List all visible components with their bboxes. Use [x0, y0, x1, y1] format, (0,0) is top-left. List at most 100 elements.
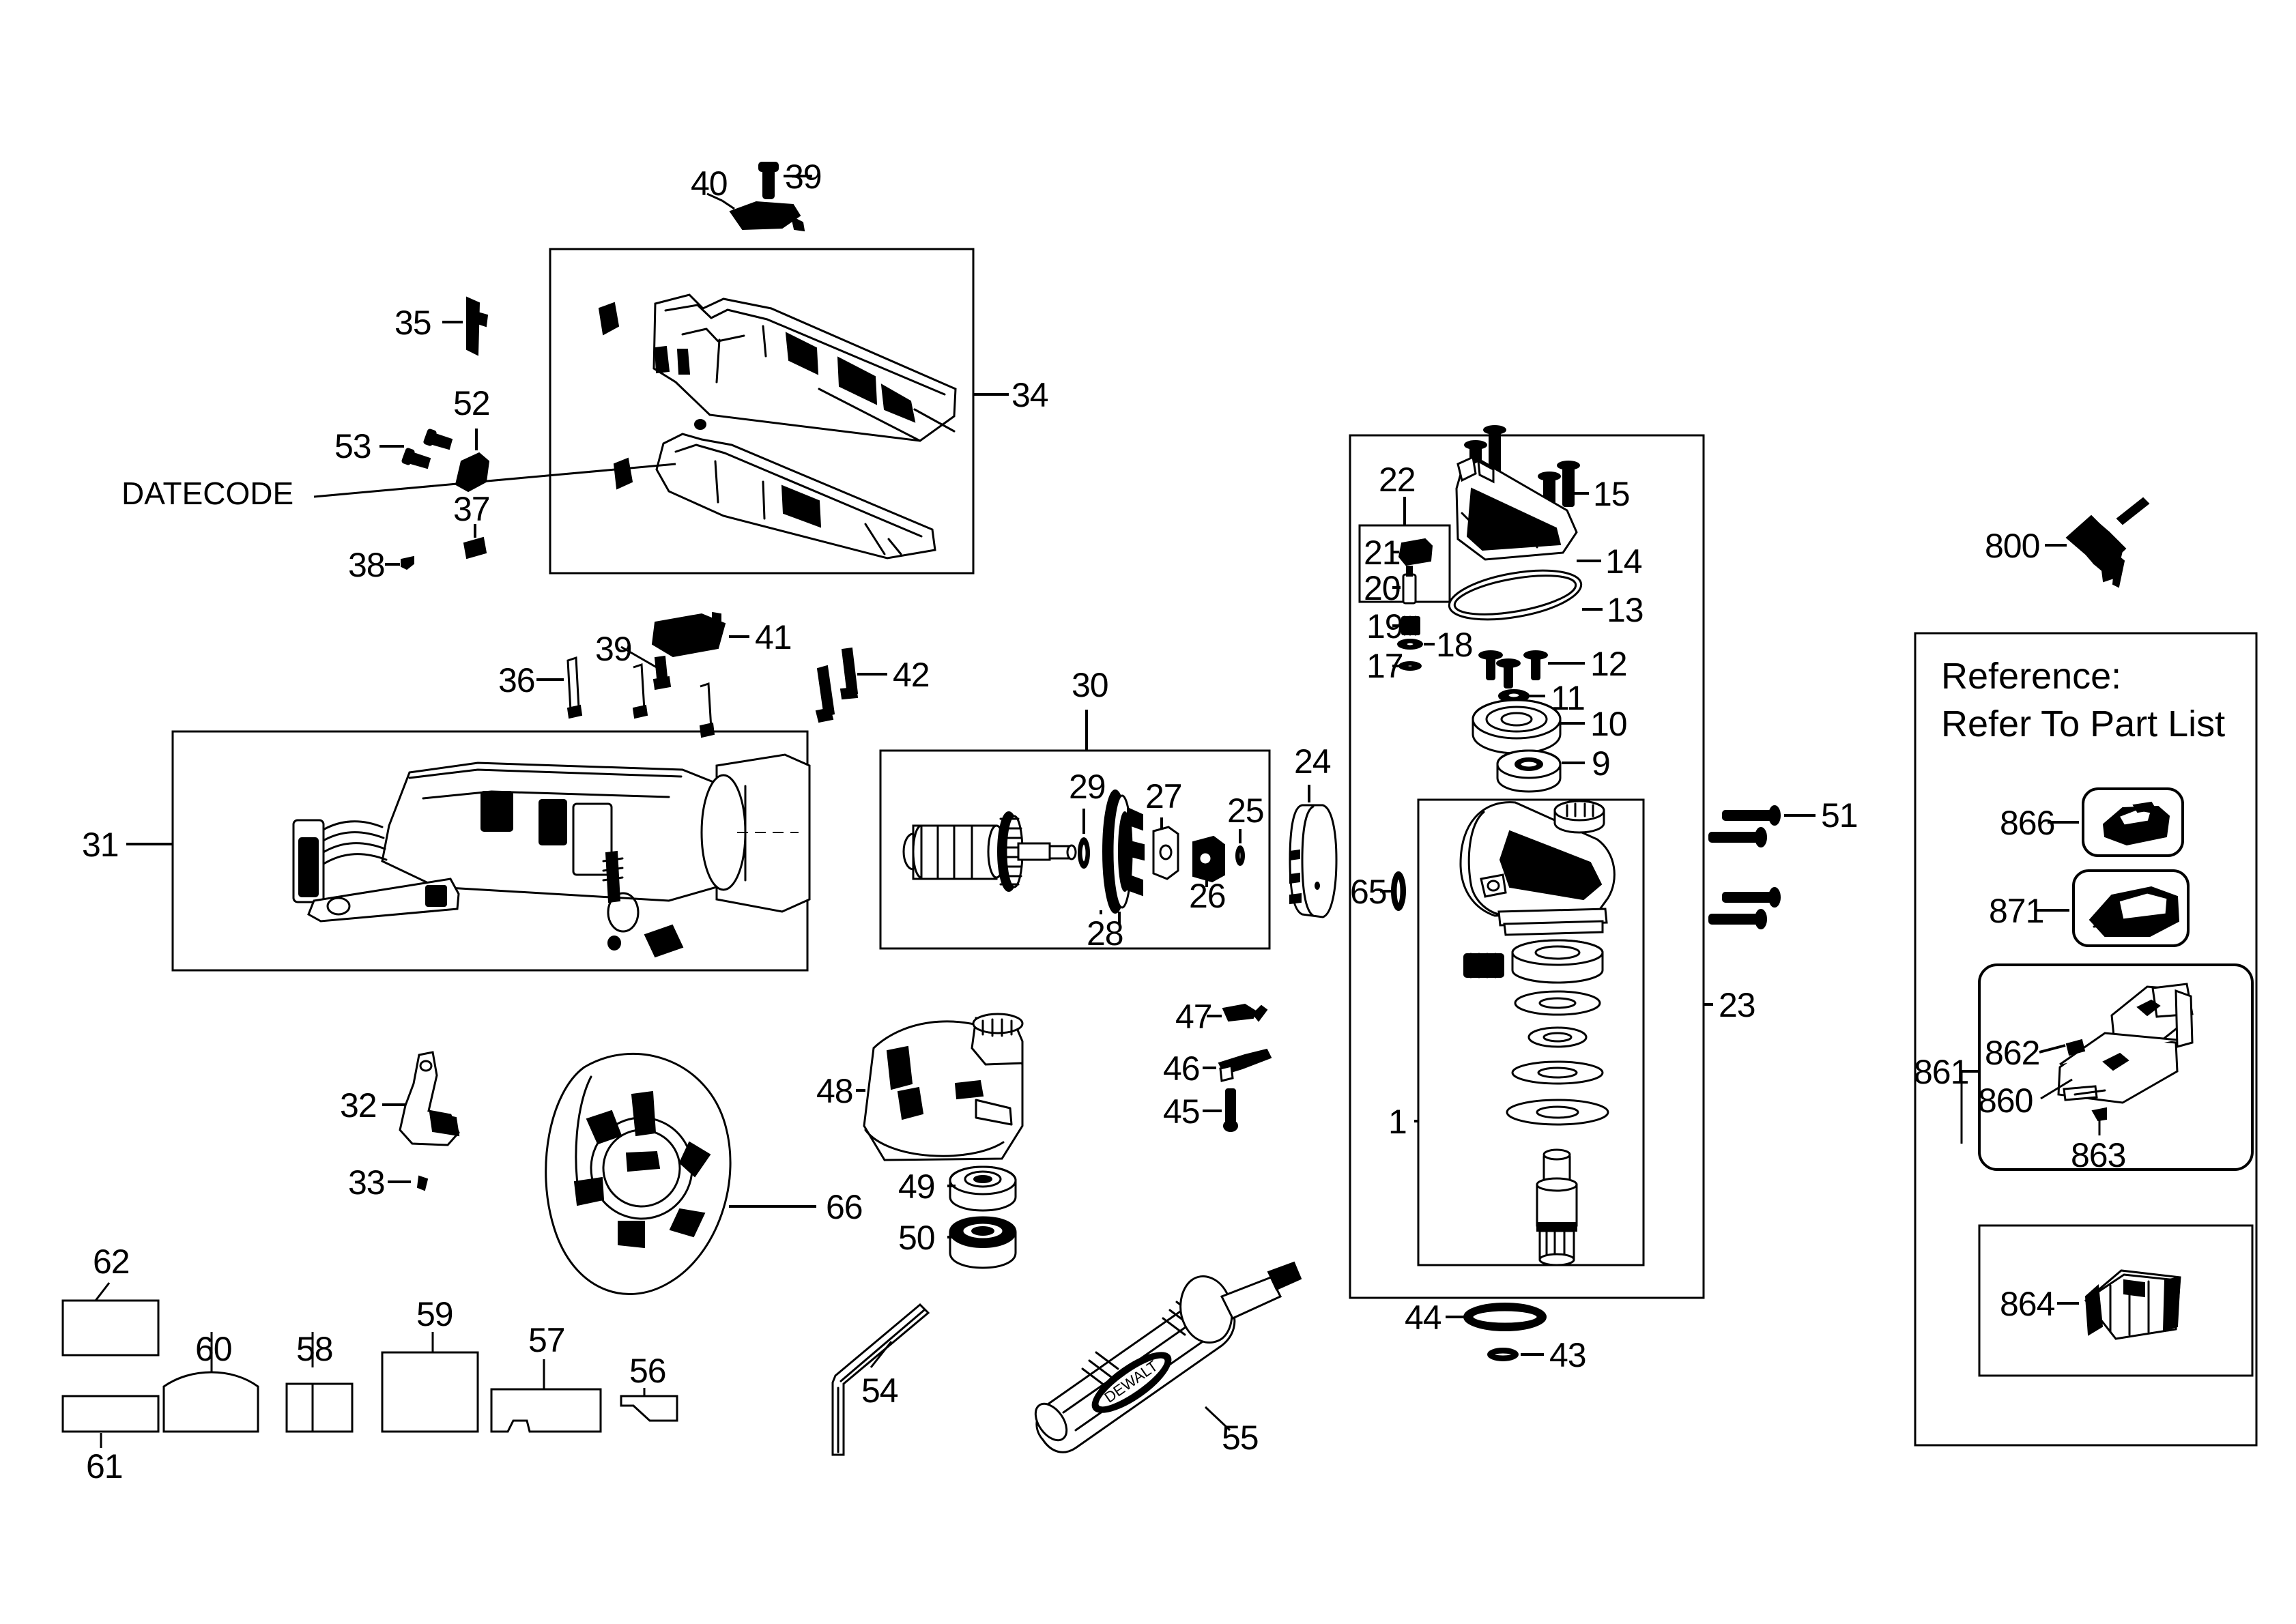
datecode-label: DATECODE [121, 476, 294, 511]
inner-flange-icon [947, 1165, 1017, 1212]
long-screw-pair-icon-42 [815, 647, 887, 723]
side-handle-bracket-icon [382, 1051, 460, 1146]
callout-14: 14 [1605, 542, 1643, 581]
callout-53: 53 [334, 427, 372, 465]
callout-9: 9 [1592, 744, 1611, 783]
housing-half-upper [598, 293, 957, 453]
screw-cluster-39 [620, 646, 715, 738]
callout-26: 26 [1189, 877, 1226, 915]
callout-49: 49 [898, 1168, 936, 1206]
callout-24: 24 [1294, 742, 1332, 781]
callout-56: 56 [629, 1352, 667, 1390]
callout-12: 12 [1590, 645, 1628, 683]
callout-871: 871 [1989, 892, 2044, 930]
reference-line-2: Refer To Part List [1941, 704, 2226, 744]
callout-18: 18 [1436, 626, 1474, 664]
long-screw-icon-36 [536, 656, 583, 719]
callout-59: 59 [416, 1295, 454, 1333]
callout-22: 22 [1379, 461, 1416, 499]
flat-washer-icon [1397, 639, 1435, 650]
callout-29: 29 [1069, 768, 1106, 806]
callout-34: 34 [1011, 376, 1049, 414]
small-pin-icon [385, 555, 414, 570]
knurled-bushing-icon [1392, 615, 1420, 636]
gear-case-body-art [1459, 800, 1616, 936]
label-plates-art [61, 1282, 678, 1448]
o-ring-icon-13 [1448, 569, 1603, 621]
motor-field-assembly-art [292, 753, 811, 958]
set-screw-icon [388, 1175, 429, 1191]
callout-862: 862 [1985, 1034, 2040, 1072]
brush-cap-strip-icon [442, 296, 489, 356]
hex-key-icon [831, 1303, 930, 1456]
callout-44: 44 [1405, 1299, 1442, 1337]
screw-pair-icon [379, 429, 453, 469]
callout-20: 20 [1364, 569, 1401, 607]
vent-cap-icon [651, 611, 749, 658]
callout-48: 48 [816, 1072, 854, 1110]
callout-39b: 39 [595, 630, 633, 668]
callout-58: 58 [296, 1330, 334, 1368]
callout-864: 864 [2000, 1285, 2055, 1323]
lock-lever-icon [1203, 1048, 1272, 1082]
lever-pin-icon [1207, 1003, 1268, 1022]
callout-55: 55 [1222, 1419, 1259, 1457]
pivot-screw-icon [1203, 1088, 1238, 1132]
callout-28: 28 [1087, 914, 1124, 953]
brush-spring-icon [1392, 566, 1417, 605]
callout-36: 36 [498, 661, 536, 699]
callout-23: 23 [1719, 986, 1756, 1024]
brush-block-icon [1392, 538, 1433, 566]
ball-bearing-icon [1472, 699, 1585, 755]
side-handle-icon: DEWALT [1034, 1261, 1302, 1453]
kit-box-latch-icon [2065, 1039, 2086, 1056]
callout-43: 43 [1549, 1336, 1587, 1374]
callout-31: 31 [82, 826, 119, 864]
callout-62: 62 [93, 1243, 130, 1281]
callout-47: 47 [1175, 998, 1213, 1036]
switch-actuator-icon [706, 192, 805, 232]
callout-60: 60 [195, 1330, 233, 1368]
callout-39: 39 [785, 158, 822, 196]
callout-21: 21 [1364, 534, 1401, 572]
callout-42: 42 [893, 656, 930, 694]
callout-40: 40 [691, 164, 728, 203]
reference-line-1: Reference: [1941, 656, 2122, 697]
o-ring-large-icon [1446, 1303, 1547, 1331]
callout-35: 35 [394, 304, 432, 342]
thin-washer-icon [1392, 661, 1422, 671]
callout-65: 65 [1350, 873, 1388, 911]
clamp-nut-icon [947, 1216, 1017, 1269]
clamp-bracket-icon [455, 429, 490, 493]
callout-861: 861 [1914, 1053, 1969, 1091]
callout-866: 866 [2000, 804, 2055, 842]
callout-15: 15 [1593, 475, 1631, 513]
callout-860: 860 [1978, 1082, 2033, 1120]
kit-box-case-icon [2057, 983, 2194, 1104]
callout-19: 19 [1366, 607, 1404, 646]
callout-1: 1 [1388, 1103, 1407, 1141]
battery-pack-compact-icon [2102, 801, 2170, 846]
grease-applicator-icon [2045, 497, 2150, 588]
callout-41: 41 [755, 618, 792, 656]
backing-flange-icon [545, 1052, 816, 1295]
callout-10: 10 [1590, 705, 1628, 743]
battery-charger-icon [2084, 1269, 2181, 1340]
callout-51: 51 [1821, 796, 1859, 835]
needle-bearing-icon [1463, 953, 1504, 978]
callout-61: 61 [86, 1447, 124, 1485]
housing-half-lower [613, 419, 936, 560]
callout-863: 863 [2071, 1136, 2126, 1174]
callout-32: 32 [340, 1086, 377, 1125]
callout-37: 37 [453, 490, 491, 528]
wheel-guard-icon [856, 1013, 1024, 1161]
end-cap-plate-icon [1289, 785, 1338, 918]
battery-pack-large-icon [2089, 886, 2180, 937]
callout-46: 46 [1163, 1049, 1201, 1088]
callout-13: 13 [1607, 591, 1644, 629]
gear-case-cover-icon [1455, 455, 1601, 562]
callout-27: 27 [1145, 777, 1183, 815]
callout-11: 11 [1551, 679, 1585, 717]
